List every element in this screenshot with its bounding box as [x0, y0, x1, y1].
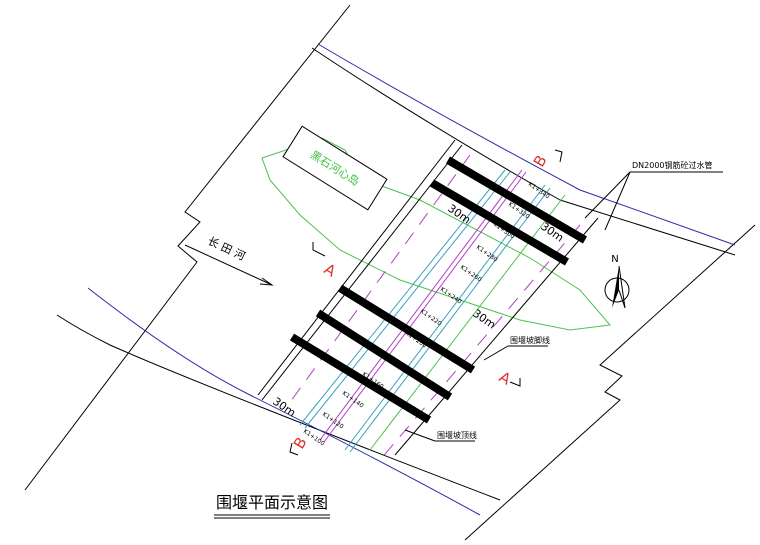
pipe-label: DN2000钢筋砼过水管	[632, 160, 713, 170]
pipe-leader	[584, 171, 631, 231]
top-leader	[404, 429, 436, 442]
top-label: 围堰坡顶线	[437, 430, 477, 440]
island-building	[282, 125, 388, 211]
north-arrow-icon: N	[604, 254, 630, 309]
centerline-left	[287, 154, 471, 406]
station-label: K1+340	[527, 181, 551, 201]
station-label: K1+260	[459, 264, 483, 284]
lower-bank-line	[56, 314, 501, 501]
cofferdam-bar	[315, 309, 453, 401]
section-a-mark	[312, 242, 326, 257]
section-b-mark	[289, 442, 299, 456]
north-label: N	[611, 254, 618, 265]
dimension-label: 30m	[470, 307, 498, 332]
station-labels: K1+340 K1+320 K1+300 K1+280 K1+260 K1+24…	[302, 181, 551, 448]
cofferdam-bar	[289, 333, 432, 424]
toe-leader	[483, 345, 509, 361]
station-label: K1+220	[419, 308, 443, 328]
section-b-mark	[554, 149, 563, 163]
upper-bank-water	[317, 43, 736, 246]
station-label: K1+240	[439, 286, 463, 306]
strip-left-edge	[257, 139, 456, 396]
right-boundary	[464, 224, 756, 541]
station-label: K1+280	[475, 244, 499, 264]
cofferdam-bar	[337, 284, 476, 374]
strip-left-inner	[261, 144, 463, 401]
cofferdam-bar	[429, 179, 570, 266]
cofferdam-bar	[445, 156, 588, 244]
toe-label: 围堰坡脚线	[510, 335, 550, 345]
pipe-edge-2	[304, 171, 511, 429]
flow-label: 长 田 河	[206, 234, 248, 263]
section-a-label: A	[321, 260, 340, 281]
flow-arrow	[184, 244, 273, 286]
section-a-mark	[509, 378, 521, 387]
upper-bank-line	[311, 47, 736, 256]
pipe-edge-3	[344, 184, 546, 451]
station-label: K1+120	[321, 411, 345, 431]
section-b-label: B	[530, 152, 551, 170]
pipe-edge-1	[299, 169, 506, 426]
drawing-title: 围堰平面示意图	[216, 493, 328, 512]
centerline-right	[379, 224, 581, 461]
arrowhead-icon	[259, 277, 274, 286]
lower-bank-water	[87, 287, 481, 516]
section-a-label: A	[496, 368, 515, 389]
left-boundary	[24, 4, 351, 491]
